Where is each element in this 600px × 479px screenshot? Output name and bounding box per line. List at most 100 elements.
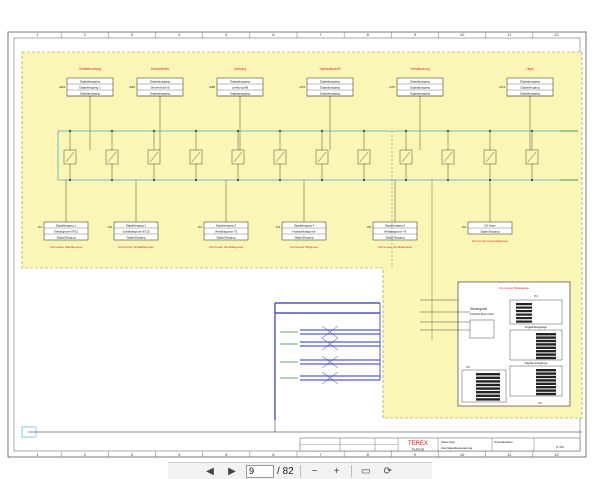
pin-block xyxy=(476,383,500,387)
module-row-label: Hydraulikdiagnose xyxy=(292,230,315,234)
pin-block xyxy=(536,375,556,379)
prev-page-icon[interactable]: ◀ xyxy=(206,465,214,477)
module-row-label: Digitalausgang xyxy=(320,86,340,90)
unit-block xyxy=(509,329,563,361)
title-desc: Steuerung xyxy=(441,440,455,444)
pin-block xyxy=(536,353,556,356)
module-ref: -A68 xyxy=(209,85,216,89)
module-row-label: Digitalausgang xyxy=(320,92,340,96)
relay-contact xyxy=(149,151,159,163)
unit-subtitle: FUCHS Bus-CAN xyxy=(470,312,494,316)
relay-contact xyxy=(527,151,537,163)
relay-contact xyxy=(317,151,327,163)
pin-block xyxy=(476,394,500,397)
column-number: 10 xyxy=(460,32,465,37)
module-row-label: Digitalausgang xyxy=(80,92,100,96)
module-red-label: Lenkung xyxy=(234,67,246,71)
unit-section-label: X2 xyxy=(466,365,470,369)
junction-dot xyxy=(363,179,365,181)
ground-terminal xyxy=(21,426,37,438)
column-number: 1 xyxy=(36,32,39,37)
title-sheet: 9 / 82 xyxy=(556,445,564,449)
column-number: 6 xyxy=(272,32,275,37)
module-red-label: Ventilsteuerung xyxy=(79,67,101,71)
module-row-label: Digitaleingang 1 xyxy=(79,86,101,90)
column-number: 1 xyxy=(36,452,39,457)
pin-block xyxy=(536,379,556,382)
module-row-label: CH Hupe xyxy=(484,224,496,228)
column-number: 2 xyxy=(84,452,87,457)
pin-block xyxy=(516,320,532,323)
module-row-label: Digitalausgang xyxy=(410,92,430,96)
pin-block xyxy=(536,356,556,360)
pin-block xyxy=(476,376,500,379)
module-row-label: Lenkung AB xyxy=(232,86,248,90)
module-row-label: Digitaleingang 1 xyxy=(56,224,77,228)
module-row-label: Digitalausgang xyxy=(230,92,250,96)
junction-dot xyxy=(531,130,533,132)
pin-block xyxy=(536,392,556,396)
column-number: 5 xyxy=(225,452,228,457)
module-row-label: Digitaleingang 5 xyxy=(385,224,406,228)
junction-dot xyxy=(237,179,239,181)
pin-block xyxy=(516,313,532,316)
junction-dot xyxy=(279,179,281,181)
junction-dot xyxy=(153,179,155,181)
junction-dot xyxy=(405,179,407,181)
pin-block xyxy=(536,346,556,349)
brand-sub: FUCHS xyxy=(412,448,425,452)
junction-dot xyxy=(111,179,113,181)
twist-mark xyxy=(321,355,339,369)
column-number: 12 xyxy=(554,32,559,37)
page-number-input[interactable] xyxy=(246,464,274,478)
input-module xyxy=(281,221,327,241)
twist-mark xyxy=(321,371,339,385)
column-number: 2 xyxy=(84,32,87,37)
module-row-label: Digital Eingang xyxy=(386,236,405,240)
title-desc: Stromlaufplan xyxy=(494,440,513,444)
junction-dot xyxy=(237,130,239,132)
module-row-label: Digitalausgang xyxy=(520,92,540,96)
column-number: 3 xyxy=(131,32,134,37)
column-number: 10 xyxy=(460,452,465,457)
fit-page-icon[interactable]: ▭ xyxy=(360,465,371,477)
pin-block xyxy=(476,387,500,390)
module-ref: -K3 xyxy=(197,225,202,229)
column-number: 8 xyxy=(367,32,370,37)
module-ref: -A66 xyxy=(129,85,136,89)
module-red-label: CH-Center Taktdiagnose xyxy=(50,245,83,249)
input-module xyxy=(372,221,418,241)
module-red-label: CH-Center Hupendiagnose xyxy=(472,239,509,243)
pin-block xyxy=(536,343,556,346)
unit-block xyxy=(461,369,507,403)
module-row-label: Digitalausgang xyxy=(320,80,340,84)
module-ref: -A70 xyxy=(299,85,306,89)
module-red-label: Drehverteiler xyxy=(151,67,170,71)
module-row-label: Digital Eingang xyxy=(481,230,500,234)
pin-block xyxy=(516,317,532,320)
junction-dot xyxy=(111,130,113,132)
junction-dot xyxy=(531,179,533,181)
brand-logo: TEREX xyxy=(408,441,428,447)
relay-contact xyxy=(233,151,243,163)
next-page-icon[interactable]: ▶ xyxy=(228,465,236,477)
column-number: 8 xyxy=(367,452,370,457)
title-desc: Zentralgerätesteuerung xyxy=(441,446,473,450)
pin-block xyxy=(516,303,532,306)
module-ref: -A72 xyxy=(389,85,396,89)
module-red-label: Hydraulikventil xyxy=(320,67,341,71)
junction-dot xyxy=(279,130,281,132)
toolbar-divider xyxy=(299,465,301,477)
pin-block xyxy=(476,380,500,383)
column-number: 7 xyxy=(319,452,322,457)
relay-contact xyxy=(191,151,201,163)
zoom-out-icon[interactable]: − xyxy=(311,465,318,477)
zoom-in-icon[interactable]: + xyxy=(333,465,340,477)
unit-red-label: CH-Center Taktsignale xyxy=(499,286,529,290)
schematic-sheet: 112233445566778899101011111212Digitalaus… xyxy=(7,31,587,458)
relay-contact xyxy=(485,151,495,163)
pin-block xyxy=(536,339,556,343)
rotate-icon[interactable]: ⟳ xyxy=(383,465,392,477)
module-row-label: Digital Eingang xyxy=(295,236,314,240)
column-number: 6 xyxy=(272,452,275,457)
